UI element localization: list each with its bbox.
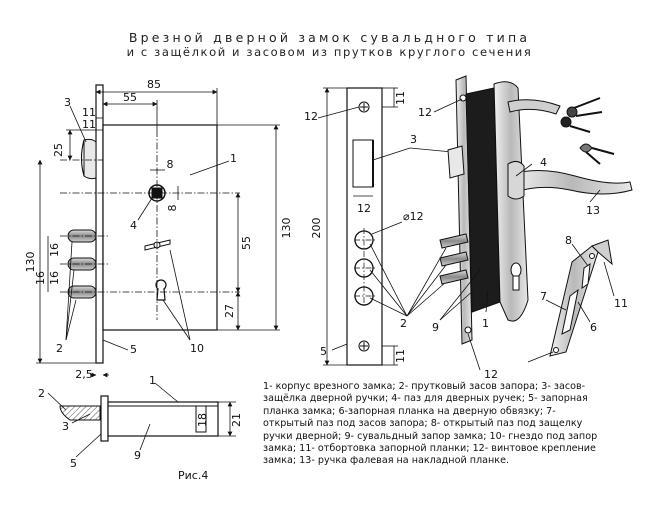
faceplate	[95, 84, 104, 364]
dim-130-left: 130	[24, 252, 37, 273]
dim-2-5: 2,5	[75, 368, 93, 381]
callout-12-iso-bottom: 12	[484, 368, 498, 381]
strike-plate-view	[317, 87, 453, 366]
dim-130-right: 130	[280, 218, 293, 239]
section-view	[47, 382, 236, 458]
callout-12-iso-top: 12	[418, 106, 432, 119]
dim-18: 18	[196, 413, 209, 427]
dim-8-h: 8	[167, 158, 174, 171]
dim-11-plate-top: 11	[394, 91, 407, 105]
callout-11-left: 11	[82, 118, 96, 131]
callout-4-iso: 4	[540, 156, 547, 169]
callout-1-section: 1	[149, 374, 156, 387]
drawing-title-line-1: Врезной дверной замок сувальдного типа	[128, 30, 531, 45]
dim-11-top: 11	[82, 106, 96, 119]
dim-12-diameter: ⌀12	[403, 210, 424, 223]
callout-3-left: 3	[64, 96, 71, 109]
callout-4-body: 4	[130, 219, 137, 232]
dim-16-c: 16	[34, 271, 47, 285]
callout-9-iso: 9	[432, 321, 439, 334]
dim-16-b: 16	[48, 271, 61, 285]
callout-5-plate: 5	[320, 345, 327, 358]
iso-escutcheon	[493, 81, 529, 322]
callout-9-section: 9	[134, 449, 141, 462]
callout-5-section: 5	[70, 457, 77, 470]
dim-12-plate: 12	[357, 202, 371, 215]
callout-11-strike: 11	[614, 297, 628, 310]
callout-3-iso: 3	[410, 133, 417, 146]
callout-13-iso: 13	[586, 204, 600, 217]
callout-7-strike: 7	[540, 290, 547, 303]
dim-16-a: 16	[48, 243, 61, 257]
keyhole	[155, 279, 167, 301]
callout-5-left: 5	[130, 343, 137, 356]
callout-1-iso: 1	[482, 317, 489, 330]
dim-11-plate-bottom: 11	[394, 349, 407, 363]
figure-label: Рис.4	[178, 469, 209, 482]
door-strike-plate	[527, 239, 615, 363]
drawing-title-line-2: и с защёлкой и засовом из прутков кругло…	[126, 45, 533, 59]
dim-200: 200	[310, 218, 323, 239]
parts-legend: 1- корпус врезного замка; 2- прутковый з…	[263, 381, 598, 467]
callout-6-strike: 6	[590, 321, 597, 334]
callout-8-strike: 8	[565, 234, 572, 247]
isometric-lock	[433, 75, 633, 371]
dim-25: 25	[52, 143, 65, 157]
front-view	[36, 84, 280, 378]
dim-21: 21	[230, 413, 243, 427]
iso-handle	[511, 169, 633, 195]
dim-8-v: 8	[166, 205, 179, 212]
dim-55-right: 55	[240, 236, 253, 250]
callout-2-left: 2	[56, 342, 63, 355]
callout-3-section: 3	[62, 420, 69, 433]
dim-55-top: 55	[123, 91, 137, 104]
keys-icon	[560, 97, 615, 165]
callout-12-plate: 12	[304, 110, 318, 123]
latch-bolt	[83, 138, 97, 180]
dim-85: 85	[147, 78, 161, 91]
callout-1-body: 1	[230, 152, 237, 165]
dim-27: 27	[223, 304, 236, 318]
callout-2-iso: 2	[400, 317, 407, 330]
callout-2-section: 2	[38, 387, 45, 400]
callout-10: 10	[190, 342, 204, 355]
